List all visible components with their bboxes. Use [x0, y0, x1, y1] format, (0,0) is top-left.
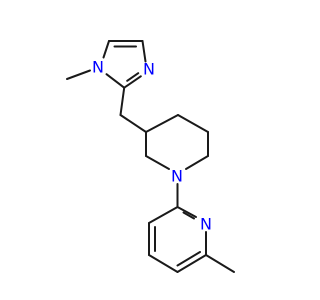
- bond-pyc6-pyc5: [176, 254, 207, 273]
- molecule-structure: N N N N: [66, 40, 235, 273]
- bond-pyc6-methyl: [205, 254, 235, 273]
- bond-ch2-c3: [119, 114, 147, 133]
- bond-c2-ch2: [119, 86, 126, 116]
- bond-n3-c4: [141, 40, 147, 63]
- bond-pyc6-pyc5-inner: [176, 251, 201, 267]
- atom-label-imidazole-n1: N: [92, 58, 104, 77]
- bond-c4p-c5p: [177, 114, 209, 133]
- bond-c3-c4p: [145, 114, 179, 133]
- bond-c6p-n: [185, 155, 209, 170]
- bond-c5-n1: [102, 40, 110, 59]
- bond-n1-c2: [105, 73, 126, 89]
- bond-c2-n3-inner: [126, 72, 140, 82]
- atom-label-pyridine-n: N: [200, 215, 212, 234]
- bond-pyc2-pyn-inner: [182, 211, 195, 220]
- atom-label-piperidine-n: N: [171, 167, 183, 186]
- bond-c2-n3: [123, 75, 142, 89]
- bond-pyc3-pyc2: [148, 206, 179, 224]
- bond-n-c2p: [145, 155, 170, 170]
- bond-pyc2-pyn: [176, 206, 197, 218]
- atom-label-imidazole-n3: N: [143, 60, 155, 79]
- bond-pyc5-pyc4: [148, 254, 179, 273]
- bond-n1-methyl: [66, 69, 91, 80]
